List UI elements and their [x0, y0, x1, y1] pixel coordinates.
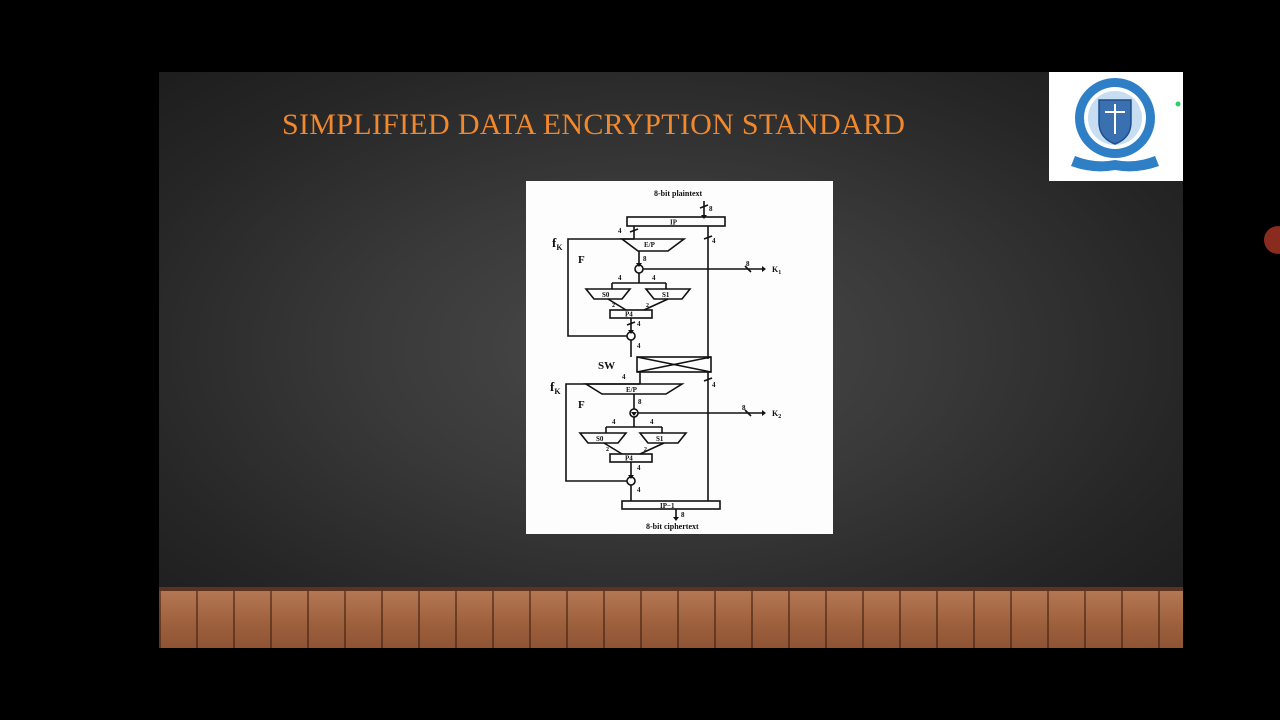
slide: SIMPLIFIED DATA ENCRYPTION STANDARD — [159, 72, 1183, 648]
bits-4-left-1: 4 — [618, 227, 622, 235]
bits-4-out-2: 4 — [637, 486, 641, 494]
bits-4-s1-1: 4 — [652, 274, 656, 282]
bits-4-right-2: 4 — [712, 381, 716, 389]
bits-4-s0-1: 4 — [618, 274, 622, 282]
s0-label-1: S0 — [602, 291, 610, 299]
bits-4-out-1: 4 — [637, 342, 641, 350]
sdes-block-diagram: 8-bit plaintext 8 IP 4 4 fK E/P 8 F 8 K1… — [526, 181, 833, 534]
bits-2-s1-1: 2 — [646, 303, 649, 309]
bits-2-s0-2: 2 — [606, 447, 609, 453]
k2-label-sub: 2 — [778, 414, 781, 420]
round-label-2-sub: K — [554, 387, 561, 396]
bits-4-p4-2: 4 — [637, 464, 641, 472]
ep-box-1 — [619, 238, 687, 252]
k1-label: K1 — [772, 265, 781, 276]
k1-label-sub: 1 — [778, 270, 781, 276]
k2-label-main: K — [772, 409, 779, 418]
bits-2-s1-2: 2 — [644, 447, 647, 453]
p4-label-1: P4 — [625, 311, 633, 319]
ciphertext-label: 8-bit ciphertext — [646, 522, 699, 531]
s1-label-1: S1 — [662, 291, 670, 299]
bits-4-right-1: 4 — [712, 237, 716, 245]
function-label-2: F — [578, 399, 585, 411]
ep-box-2 — [583, 383, 685, 395]
ip-inverse-label: IP−1 — [660, 502, 675, 510]
college-emblem-icon — [1071, 78, 1181, 172]
bits-8-ep-2: 8 — [638, 398, 642, 406]
college-logo — [1049, 72, 1183, 181]
s0-label-2: S0 — [596, 435, 604, 443]
s0-box-2 — [578, 432, 628, 444]
sdes-diagram-svg: 8-bit plaintext 8 IP 4 4 fK E/P 8 F 8 K1… — [550, 189, 781, 531]
bits-8-k1: 8 — [746, 260, 750, 268]
round-label-1: fK — [552, 235, 563, 252]
bits-4-left-2: 4 — [622, 373, 626, 381]
ep-label-1: E/P — [644, 241, 656, 249]
bits-4-s1-2: 4 — [650, 418, 654, 426]
bits-2-s0-1: 2 — [612, 303, 615, 309]
round-label-2: fK — [550, 379, 561, 396]
round-label-1-sub: K — [556, 243, 563, 252]
wooden-floor — [159, 587, 1183, 648]
ip-inverse-box — [621, 500, 721, 510]
bits-8-ep-1: 8 — [643, 255, 647, 263]
bits-8-top: 8 — [709, 205, 713, 213]
s1-box-1 — [644, 288, 692, 300]
k1-label-main: K — [772, 265, 779, 274]
function-label-1: F — [578, 254, 585, 266]
bits-8-bottom: 8 — [681, 511, 685, 519]
plaintext-label: 8-bit plaintext — [654, 189, 703, 198]
fk1-loop — [567, 238, 634, 337]
sw-label: SW — [598, 360, 615, 372]
k2-label: K2 — [772, 409, 781, 420]
slide-title: SIMPLIFIED DATA ENCRYPTION STANDARD — [282, 108, 906, 141]
p4-label-2: P4 — [625, 455, 633, 463]
pointer-dot — [1264, 226, 1280, 254]
ep-label-2: E/P — [626, 386, 638, 394]
bits-4-p4-1: 4 — [637, 320, 641, 328]
round-label-2-main: f — [550, 379, 555, 394]
bits-4-s0-2: 4 — [612, 418, 616, 426]
s0-box-1 — [584, 288, 632, 300]
sw-box — [636, 356, 712, 373]
bits-8-k2: 8 — [742, 404, 746, 412]
s1-box-2 — [638, 432, 688, 444]
fk2-loop — [565, 383, 640, 482]
s1-label-2: S1 — [656, 435, 664, 443]
ip-box — [626, 216, 726, 227]
ip-label: IP — [670, 219, 678, 227]
round-label-1-main: f — [552, 235, 557, 250]
